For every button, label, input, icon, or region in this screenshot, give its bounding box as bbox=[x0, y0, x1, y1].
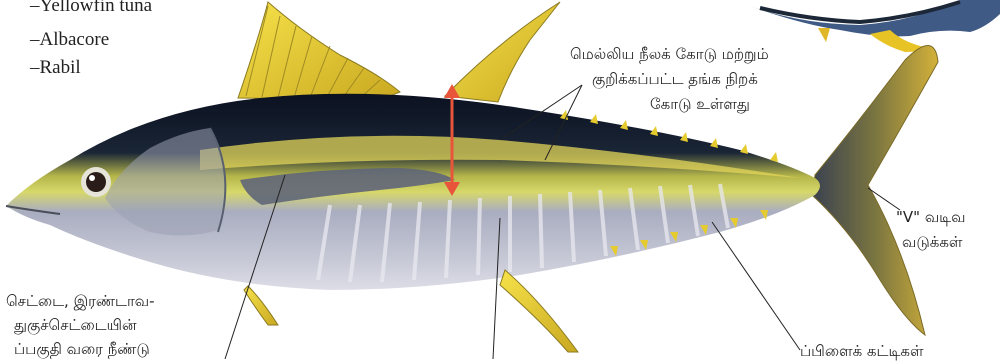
pectoral-label-line3: ப்பகுதி வரை நீண்டு bbox=[14, 340, 150, 359]
second-dorsal-fin bbox=[445, 2, 560, 102]
name-yellowfin: –Yellowfin tuna bbox=[30, 0, 152, 18]
name-albacore: –Albacore bbox=[30, 28, 109, 52]
anal-fin bbox=[500, 270, 578, 352]
finlets-label-line1: ப்பிளைக் கட்டிகள் bbox=[800, 342, 924, 361]
tail-label-line1: "V" வடிவ bbox=[896, 208, 965, 227]
pelvic-fin bbox=[244, 286, 278, 325]
dorsal-fin bbox=[238, 2, 400, 100]
caudal-fin bbox=[812, 45, 938, 335]
pectoral-label-line1: செட்டை, இரண்டாவ- bbox=[6, 292, 155, 311]
name-rabil: –Rabil bbox=[30, 56, 81, 80]
pectoral-label-line2: துகுச்செட்டையின் bbox=[14, 316, 137, 335]
stripe-label-line2: குறிக்கப்பட்ட தங்க நிறக் bbox=[592, 70, 758, 89]
small-tuna-thumbnail bbox=[750, 0, 1000, 52]
stripe-label-line3: கோடு உள்ளது bbox=[650, 95, 750, 114]
stripe-label-line1: மெல்லிய நீலக் கோடு மற்றும் bbox=[570, 45, 769, 64]
tail-label-line2: வடுக்கள் bbox=[902, 233, 962, 252]
